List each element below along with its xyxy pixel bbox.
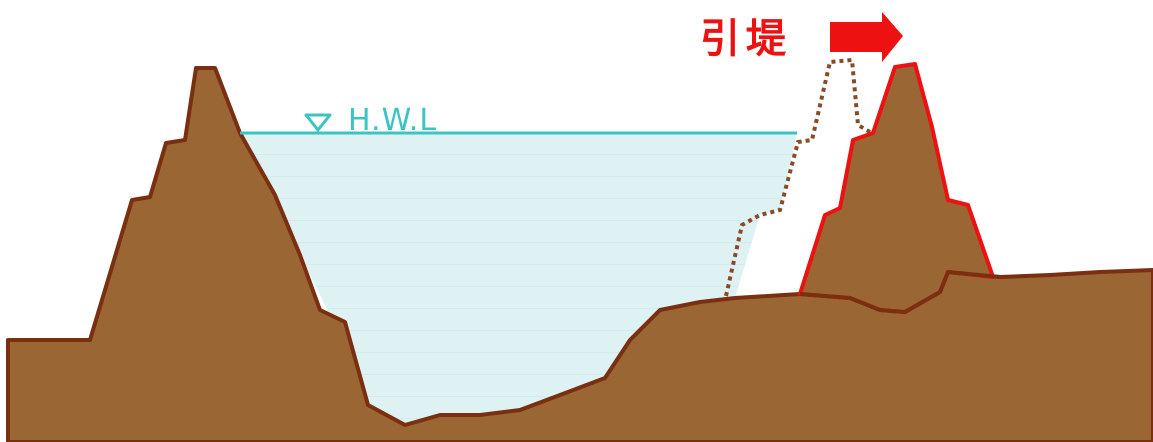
water-level-label: H.W.L [348, 103, 437, 138]
new-levee-base-line [799, 270, 1001, 314]
old-levee-outline [724, 57, 872, 297]
arrow-right-icon [830, 12, 903, 62]
triangle-down-icon [304, 113, 332, 132]
diagram-title: 引堤 [700, 16, 792, 62]
river-water [240, 133, 797, 425]
